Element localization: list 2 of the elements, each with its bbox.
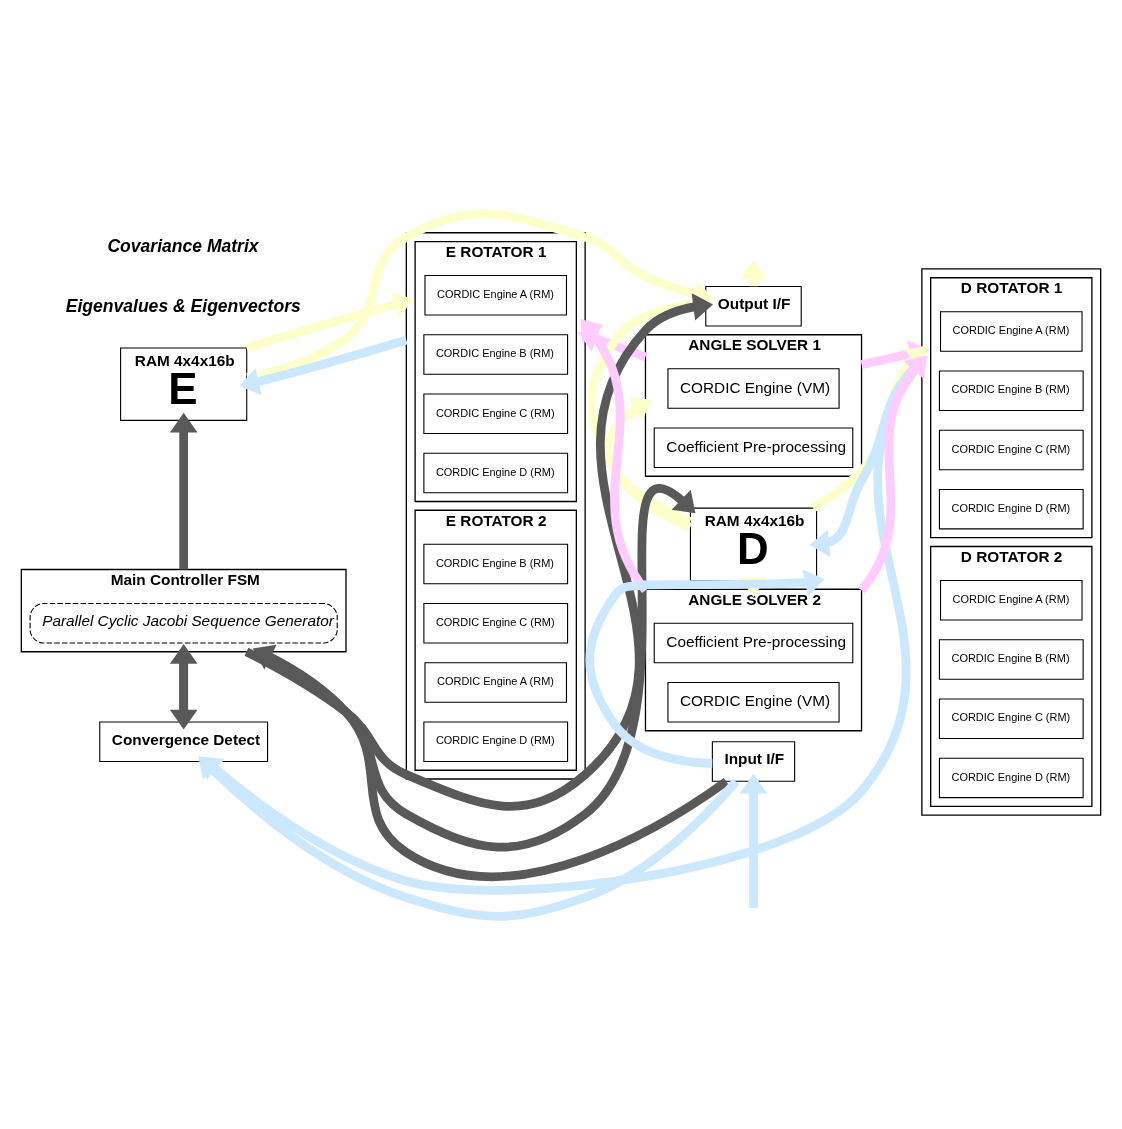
label: Covariance Matrix [107, 235, 259, 256]
label: Eigenvalues & Eigenvectors [65, 295, 301, 316]
